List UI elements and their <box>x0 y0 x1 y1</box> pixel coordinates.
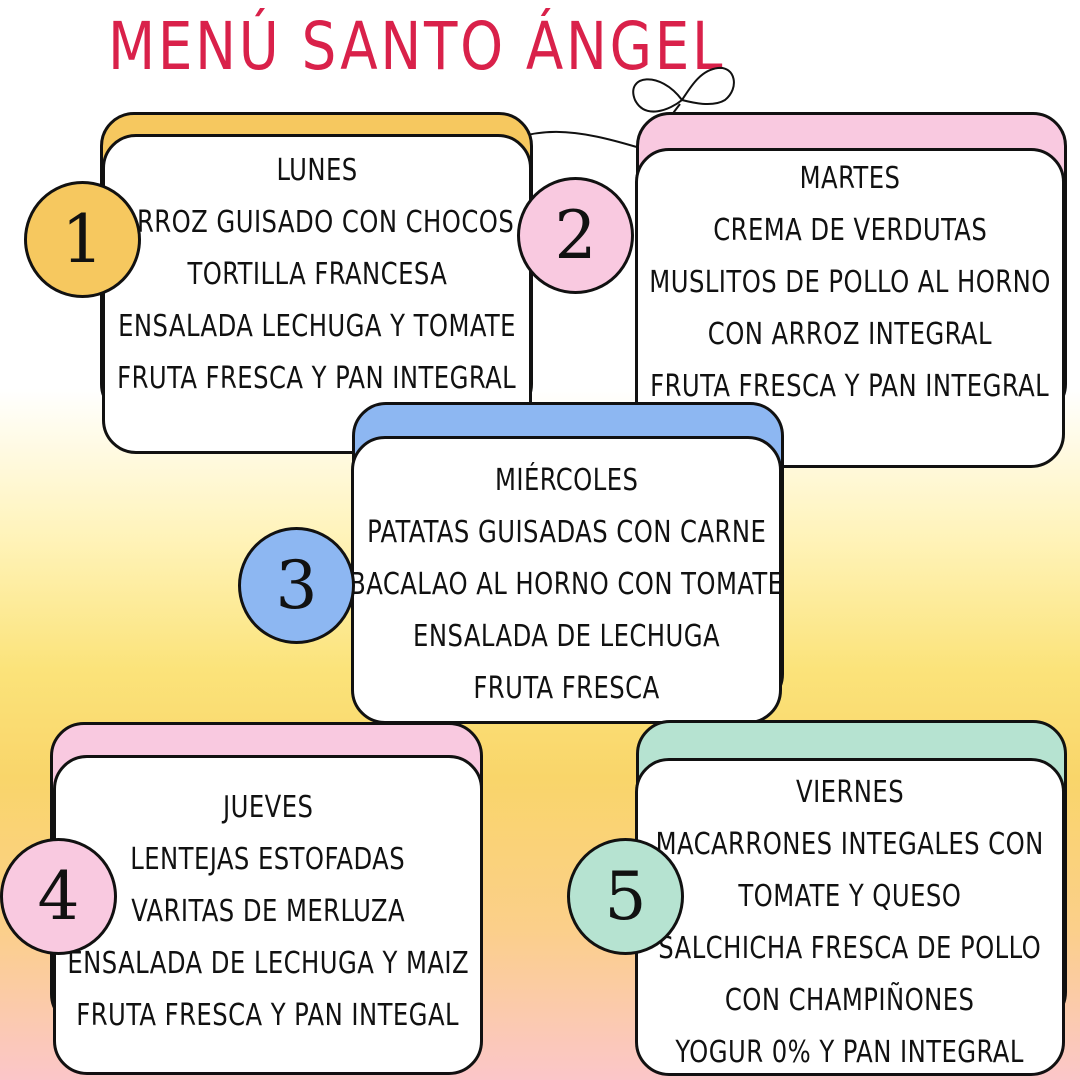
menu-item: ENSALADA DE LECHUGA <box>412 619 721 654</box>
card-lunes: LUNES ARROZ GUISADO CON CHOCOS TORTILLA … <box>102 134 532 454</box>
menu-item: MUSLITOS DE POLLO AL HORNO <box>649 265 1051 300</box>
menu-item: BACALAO AL HORNO CON TOMATE <box>349 567 784 602</box>
menu-item: TOMATE Y QUESO <box>738 879 962 914</box>
menu-item: TORTILLA FRANCESA <box>187 257 447 292</box>
day-number-badge-5: 5 <box>567 838 684 955</box>
day-name: JUEVES <box>222 790 314 825</box>
menu-item: MACARRONES INTEGALES CON <box>655 827 1045 862</box>
page-title: MENÚ SANTO ÁNGEL <box>108 8 726 85</box>
menu-item: LENTEJAS ESTOFADAS <box>130 842 406 877</box>
card-jueves: JUEVES LENTEJAS ESTOFADAS VARITAS DE MER… <box>53 755 483 1075</box>
menu-item: CON ARROZ INTEGRAL <box>707 317 993 352</box>
day-number-badge-4: 4 <box>0 838 117 955</box>
day-number-badge-3: 3 <box>238 527 355 644</box>
menu-item: VARITAS DE MERLUZA <box>131 894 405 929</box>
menu-item: ENSALADA LECHUGA Y TOMATE <box>118 309 516 344</box>
menu-item: CREMA DE VERDUTAS <box>713 213 987 248</box>
day-name: MIÉRCOLES <box>494 463 639 498</box>
day-name: MARTES <box>799 161 901 196</box>
menu-item: PATATAS GUISADAS CON CARNE <box>366 515 767 550</box>
menu-item: SALCHICHA FRESCA DE POLLO <box>658 931 1042 966</box>
menu-item: FRUTA FRESCA Y PAN INTEGRAL <box>117 361 517 396</box>
day-number-badge-1: 1 <box>24 181 141 298</box>
menu-item: YOGUR 0% Y PAN INTEGRAL <box>675 1035 1025 1070</box>
menu-item: FRUTA FRESCA Y PAN INTEGRAL <box>650 369 1050 404</box>
day-name: VIERNES <box>795 775 905 810</box>
menu-item: ENSALADA DE LECHUGA Y MAIZ <box>67 946 469 981</box>
menu-item: FRUTA FRESCA Y PAN INTEGAL <box>76 998 460 1033</box>
menu-item: ARROZ GUISADO CON CHOCOS <box>119 205 515 240</box>
day-number-badge-2: 2 <box>517 177 634 294</box>
menu-item: FRUTA FRESCA <box>473 671 660 706</box>
card-viernes: VIERNES MACARRONES INTEGALES CON TOMATE … <box>635 758 1065 1076</box>
menu-item: CON CHAMPIÑONES <box>725 983 975 1018</box>
day-name: LUNES <box>276 153 358 188</box>
card-miercoles: MIÉRCOLES PATATAS GUISADAS CON CARNE BAC… <box>349 436 784 724</box>
